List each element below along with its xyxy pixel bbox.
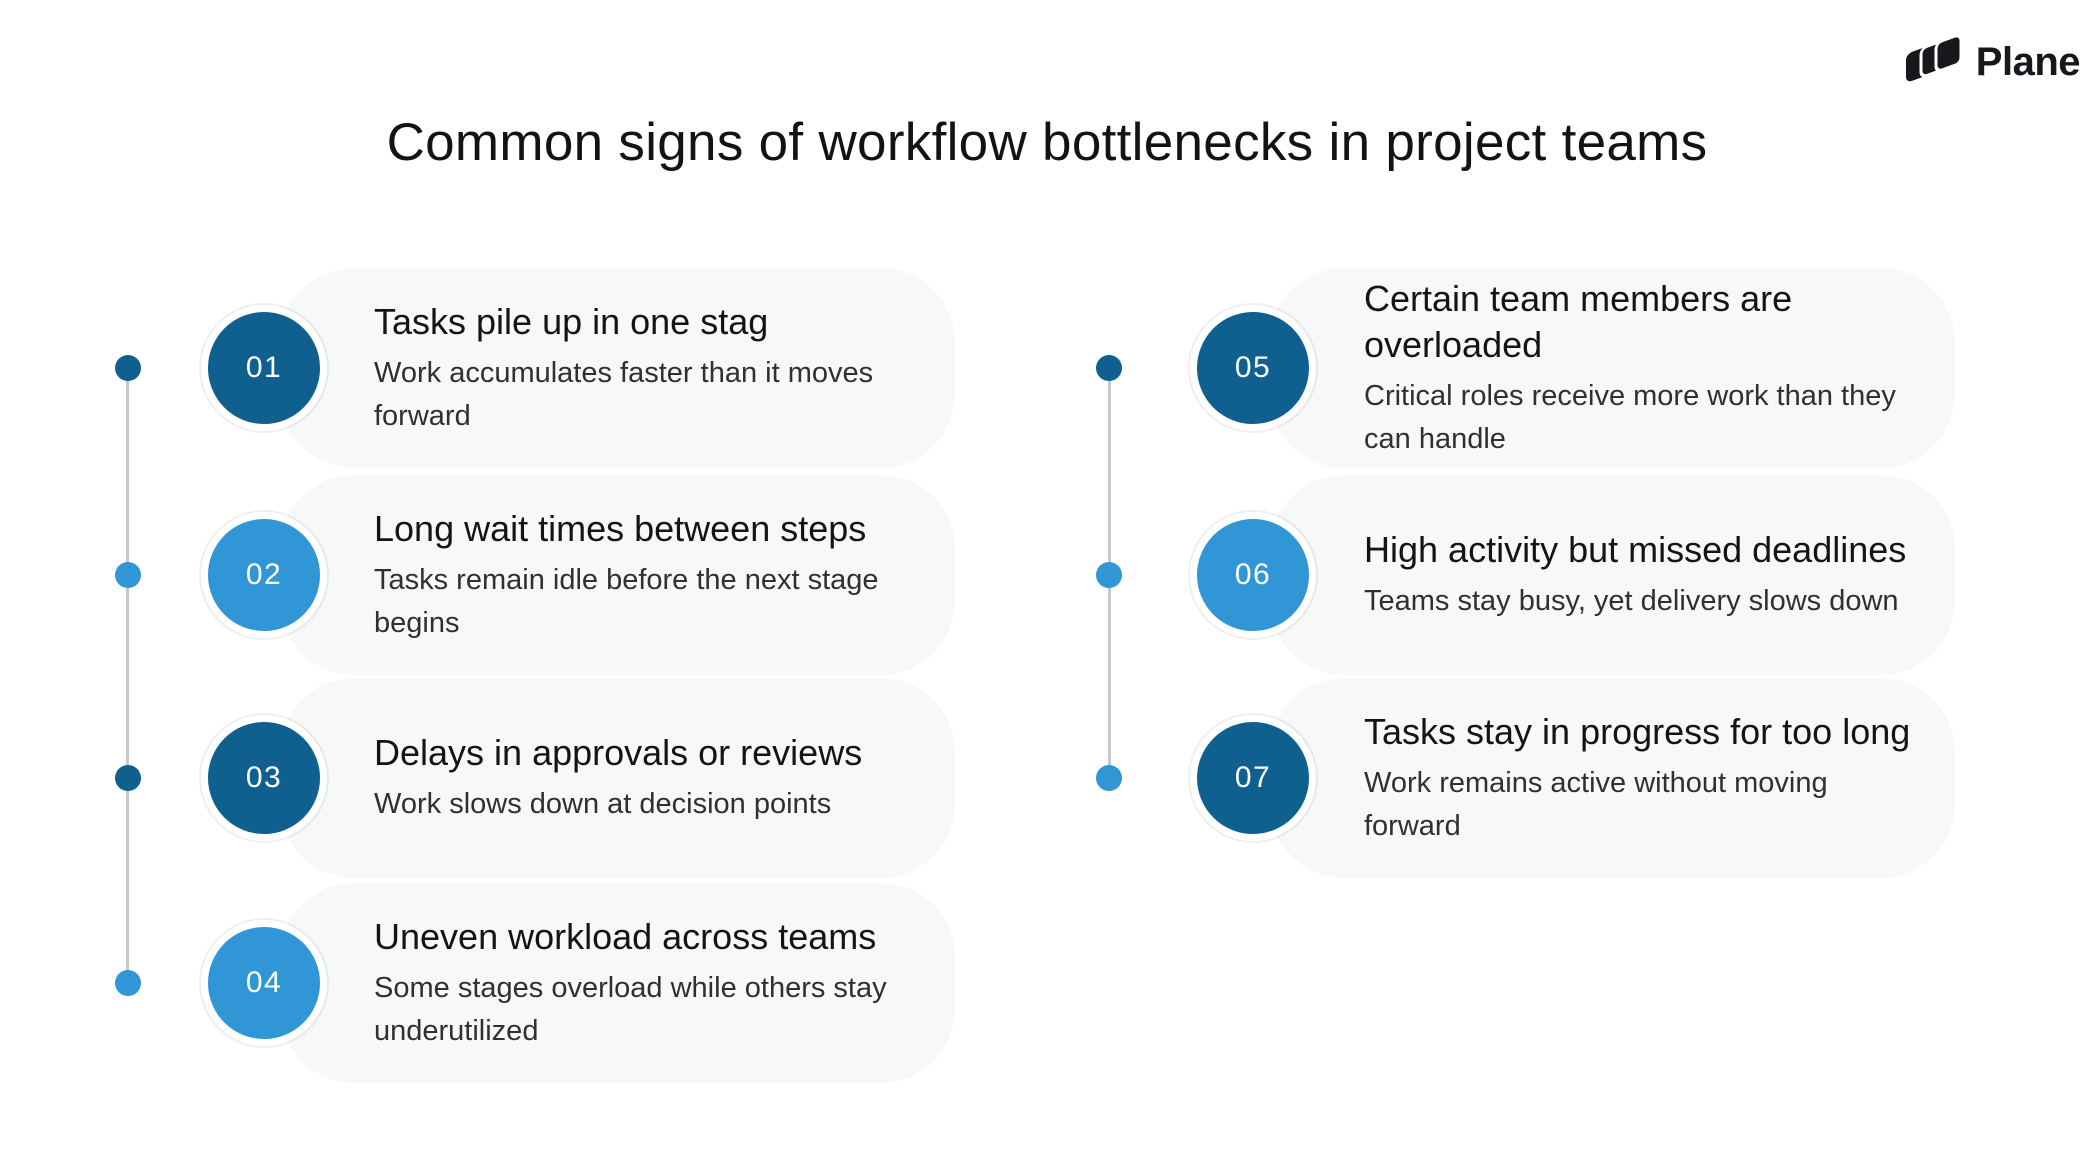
item-description: Work remains active without moving forwa… bbox=[1364, 766, 1828, 842]
item-title: Tasks pile up in one stag bbox=[374, 300, 769, 342]
item-number-badge: 06 bbox=[1190, 512, 1316, 638]
item-number-badge: 01 bbox=[201, 305, 327, 431]
item-card: Delays in approvals or reviews Work slow… bbox=[280, 678, 955, 878]
item-number-badge: 07 bbox=[1190, 715, 1316, 841]
timeline-dot bbox=[1096, 765, 1122, 791]
timeline-dot bbox=[1096, 355, 1122, 381]
item-card: Uneven workload across teams Some stages… bbox=[280, 883, 955, 1083]
item-title: High activity but missed deadlines bbox=[1364, 529, 1907, 570]
timeline-dot bbox=[115, 562, 141, 588]
item-description: Teams stay busy, yet delivery slows down bbox=[1364, 585, 1899, 618]
item-number: 04 bbox=[245, 966, 283, 999]
item-title: Tasks stay in progress for too long bbox=[1364, 710, 1911, 752]
timeline-dot bbox=[1096, 562, 1122, 588]
item-description: Tasks remain idle before the next stage … bbox=[374, 563, 879, 639]
item-description: Work slows down at decision points bbox=[374, 788, 832, 821]
timeline-rail-left bbox=[126, 368, 129, 985]
item-description: Work accumulates faster than it moves fo… bbox=[374, 356, 874, 432]
item-title: Long wait times between steps bbox=[374, 507, 867, 549]
bottleneck-item-03: Delays in approvals or reviews Work slow… bbox=[100, 678, 980, 878]
brand-name: Plane bbox=[1975, 39, 2081, 84]
plane-logo-icon bbox=[1904, 34, 1966, 90]
bottleneck-item-02: Long wait times between steps Tasks rema… bbox=[100, 475, 980, 675]
item-number: 03 bbox=[245, 761, 283, 794]
item-number: 06 bbox=[1234, 558, 1272, 591]
item-number: 01 bbox=[245, 351, 283, 384]
item-card: High activity but missed deadlines Teams… bbox=[1270, 475, 1955, 675]
page-title: Common signs of workflow bottlenecks in … bbox=[386, 113, 1708, 172]
item-title: Delays in approvals or reviews bbox=[374, 732, 863, 773]
item-card: Tasks stay in progress for too long Work… bbox=[1270, 678, 1955, 878]
timeline-dot bbox=[115, 970, 141, 996]
item-title: Uneven workload across teams bbox=[374, 915, 877, 957]
item-card: Tasks pile up in one stag Work accumulat… bbox=[280, 268, 955, 468]
bottleneck-item-04: Uneven workload across teams Some stages… bbox=[100, 883, 980, 1083]
item-number: 05 bbox=[1234, 351, 1272, 384]
bottleneck-item-07: Tasks stay in progress for too long Work… bbox=[1086, 678, 1966, 878]
item-card: Long wait times between steps Tasks rema… bbox=[280, 475, 955, 675]
item-number-badge: 05 bbox=[1190, 305, 1316, 431]
timeline-dot bbox=[115, 765, 141, 791]
item-number: 02 bbox=[245, 558, 283, 591]
item-number-badge: 02 bbox=[201, 512, 327, 638]
timeline-dot bbox=[115, 355, 141, 381]
brand-logo: Plane bbox=[1904, 34, 2081, 90]
item-number-badge: 03 bbox=[201, 715, 327, 841]
bottleneck-item-06: High activity but missed deadlines Teams… bbox=[1086, 475, 1966, 675]
bottleneck-item-05: Certain team members are overloaded Crit… bbox=[1086, 268, 1966, 468]
bottleneck-item-01: Tasks pile up in one stag Work accumulat… bbox=[100, 268, 980, 468]
item-description: Some stages overload while others stay u… bbox=[374, 971, 887, 1047]
item-card: Certain team members are overloaded Crit… bbox=[1270, 268, 1955, 468]
item-title: Certain team members are overloaded bbox=[1364, 277, 1793, 365]
item-number: 07 bbox=[1234, 761, 1272, 794]
item-number-badge: 04 bbox=[201, 920, 327, 1046]
item-description: Critical roles receive more work than th… bbox=[1364, 379, 1896, 455]
